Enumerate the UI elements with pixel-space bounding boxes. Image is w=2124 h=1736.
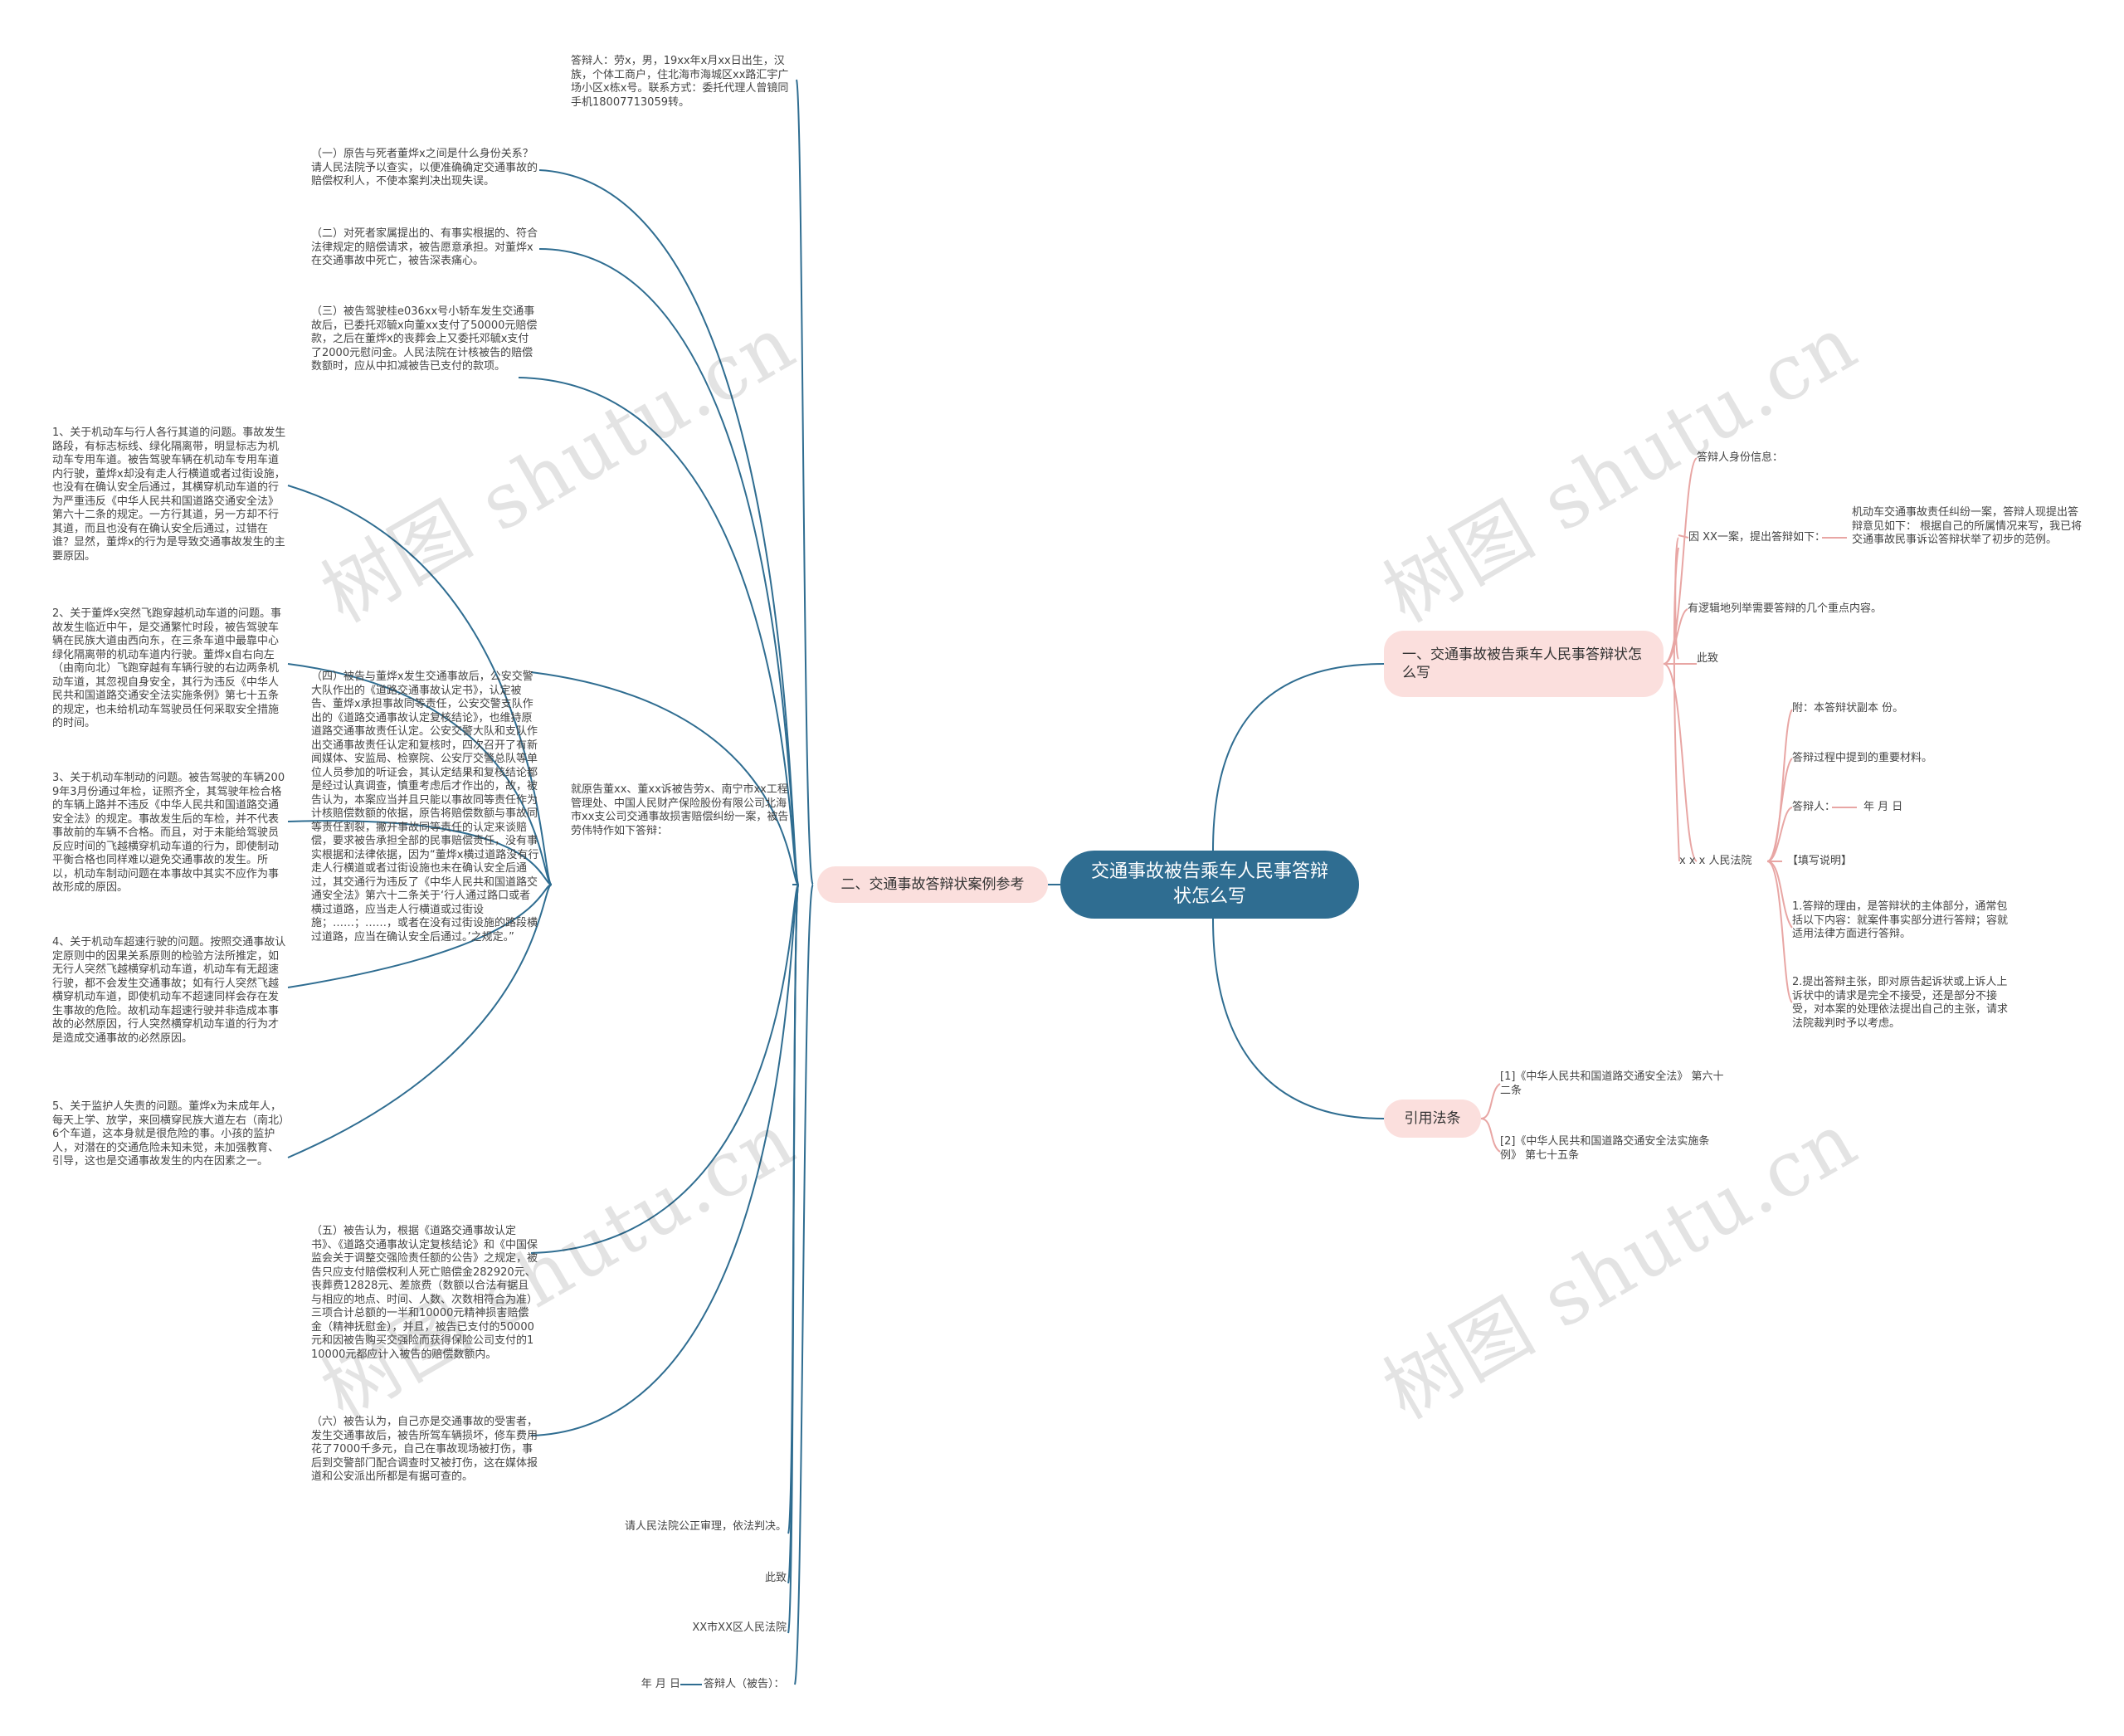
node-signer-left: 答辩人（被告）： [704, 1678, 785, 1690]
connector [530, 671, 799, 885]
node-law-1: [1]《中华人民共和国道路交通安全法》 第六十二条 [1500, 1070, 1724, 1097]
connector [787, 884, 799, 1634]
connector [1480, 1083, 1501, 1119]
branch-case-reference-label: 二、交通事故答辩状案例参考 [840, 876, 1025, 893]
node-court-left: XX市XX区人民法院 [692, 1621, 787, 1634]
connector [287, 820, 553, 885]
root-topic-label: 交通事故被告乘车人民事答辩状怎么写 [1090, 861, 1328, 907]
node-sub-3: 3、关于机动车制动的问题。被告驾驶的车辆2009年3月份通过年检，证照齐全，其驾… [52, 772, 285, 894]
branch-cited-laws-label: 引用法条 [1404, 1110, 1461, 1127]
connector [1480, 1118, 1501, 1153]
branch-how-to-write-label: 一、交通事故被告乘车人民事答辩状怎么写 [1402, 646, 1642, 681]
node-point-4: （四）被告与董烨x发生交通事故后，公安交警大队作出的《道路交通事故认定书》，认定… [311, 671, 539, 944]
node-sub-1: 1、关于机动车与行人各行其道的问题。事故发生路段，有标志标线、绿化隔离带，明显标… [52, 427, 286, 563]
node-intro: 就原告董xx、董xx诉被告劳x、南宁市xx工程管理处、中国人民财产保险股份有限公… [571, 783, 789, 837]
connector [796, 79, 814, 885]
node-defendant: 答辩人：劳x，男，19xx年x月xx日出生，汉族，个体工商户，住北海市海城区xx… [571, 55, 789, 109]
node-cizhi-left: 此致 [764, 1572, 787, 1584]
connector [1212, 663, 1385, 851]
connector [1663, 457, 1698, 665]
node-point-3: （三）被告驾驶桂e036xx号小轿车发生交通事故后，已委托邓毓x向董xx支付了5… [311, 305, 538, 373]
node-signer: 答辩人： [1792, 801, 1836, 813]
node-sub-4: 4、关于机动车超速行驶的问题。按照交通事故认定原则中的因果关系原则的检验方法所推… [52, 936, 286, 1045]
node-court-right: x x x 人民法院 [1679, 855, 1752, 867]
connector [1766, 861, 1793, 1003]
branch-cited-laws[interactable]: 引用法条 [1384, 1100, 1481, 1138]
connector [1678, 534, 1689, 539]
node-law-2: [2]《中华人民共和国道路交通安全法实施条例》 第七十五条 [1500, 1135, 1710, 1162]
node-date-right: 年 月 日 [1863, 801, 1903, 813]
connector [1766, 758, 1793, 862]
node-point-5: （五）被告认为，根据《道路交通事故认定书》、《道路交通事故认定复核结论》和《中国… [311, 1225, 538, 1361]
node-case-prefix: 因 XX一案，提出答辩如下： [1688, 531, 1825, 544]
connector [287, 884, 553, 1158]
node-fill-title: 【填写说明】 [1787, 855, 1853, 867]
connector [1673, 547, 1680, 862]
connector [538, 169, 799, 885]
connector [538, 248, 799, 885]
node-point-2: （二）对死者家属提出的、有事实根据的、符合法律规定的赔偿请求，被告愿意承担。对董… [311, 227, 538, 267]
connector [287, 485, 553, 885]
node-sub-2: 2、关于董烨x突然飞跑穿越机动车道的问题。事故发生临近中午，是交通繁忙时段，被告… [52, 607, 281, 729]
node-note-1: 1.答辩的理由，是答辩状的主体部分，通常包括以下内容：就案件事实部分进行答辩；容… [1792, 900, 2009, 940]
node-materials: 答辩过程中提到的重要材料。 [1792, 752, 1933, 764]
connector [794, 884, 814, 1685]
node-case-detail: 机动车交通事故责任纠纷一案，答辩人现提出答辩意见如下： 根据自己的所属情况来写，… [1852, 506, 2083, 546]
node-identity: 答辩人身份信息： [1697, 451, 1784, 464]
branch-case-reference[interactable]: 二、交通事故答辩状案例参考 [817, 866, 1048, 903]
connector [530, 884, 799, 1254]
connector [518, 377, 799, 885]
node-cizhi-right: 此致 [1697, 652, 1719, 665]
connector [287, 884, 553, 988]
node-sub-5: 5、关于监护人失责的问题。董烨x为未成年人，每天上学、放学，来回横穿民族大道左右… [52, 1100, 285, 1168]
node-attach: 附：本答辩状副本 份。 [1792, 702, 1904, 714]
node-point-6: （六）被告认为，自己亦是交通事故的受害者，发生交通事故后，被告所驾车辆损坏，修车… [311, 1416, 538, 1483]
branch-how-to-write[interactable]: 一、交通事故被告乘车人民事答辩状怎么写 [1384, 631, 1664, 697]
connector [287, 663, 553, 885]
connector [530, 884, 799, 1436]
root-topic[interactable]: 交通事故被告乘车人民事答辩状怎么写 [1060, 851, 1359, 919]
node-date-left: 年 月 日 [641, 1678, 680, 1690]
connector [1766, 807, 1793, 862]
node-note-2: 2.提出答辩主张，即对原告起诉状或上诉人上诉状中的请求是完全不接受，还是部分不接… [1792, 976, 2009, 1030]
node-request: 请人民法院公正审理，依法判决。 [624, 1520, 787, 1533]
connector [1663, 663, 1698, 862]
node-logic: 有逻辑地列举需要答辩的几个重点内容。 [1688, 602, 1883, 615]
node-point-1: （一）原告与死者董烨x之间是什么身份关系？请人民法院予以查实，以便准确确定交通事… [311, 148, 538, 188]
connector [1766, 861, 1793, 929]
connector [1212, 918, 1385, 1119]
